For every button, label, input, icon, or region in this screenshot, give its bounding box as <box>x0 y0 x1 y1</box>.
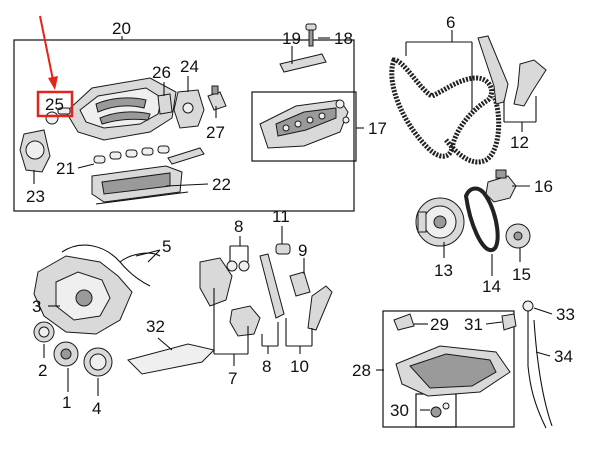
sensor-26-drawing <box>157 93 173 115</box>
pulley-4-drawing <box>83 347 113 377</box>
callout-7: 7 <box>228 369 237 388</box>
seal-2-drawing <box>33 321 55 343</box>
callout-10: 10 <box>290 357 309 376</box>
callout-19: 19 <box>282 29 301 48</box>
highlight-box-25 <box>36 90 74 118</box>
valve-cover-gasket-drawing <box>279 53 327 73</box>
part-31-drawing <box>501 313 517 331</box>
leader-lines <box>33 30 553 411</box>
callout-27: 27 <box>206 123 225 142</box>
timing-cover-drawing <box>33 255 133 335</box>
callout-29: 29 <box>430 315 449 334</box>
callout-31: 31 <box>464 315 483 334</box>
chain-guides-10-drawing <box>259 253 333 331</box>
callout-1: 1 <box>62 393 71 412</box>
bolt-18-drawing <box>305 23 317 47</box>
part-29-drawing <box>393 313 415 331</box>
part-9-drawing <box>289 271 311 297</box>
chain-guides-drawing <box>477 35 547 107</box>
callout-21: 21 <box>56 159 75 178</box>
valve-cover-group-frame <box>251 91 357 162</box>
callout-15: 15 <box>512 265 531 284</box>
callout-24: 24 <box>180 57 199 76</box>
timing-chain-drawing <box>389 57 502 165</box>
oil-pan-drawing <box>395 345 511 397</box>
dipstick-drawing <box>522 300 553 429</box>
fuel-rail-drawing <box>167 147 205 165</box>
callout-16: 16 <box>534 177 553 196</box>
highlight-arrow-head <box>48 76 58 90</box>
throttle-body-drawing <box>19 111 59 173</box>
callout-13: 13 <box>434 261 453 280</box>
callout-18: 18 <box>334 29 353 48</box>
highlight-arrow-line <box>39 15 54 81</box>
tensioner-assembly-drawing <box>199 257 261 337</box>
callout-25: 25 <box>45 95 64 114</box>
intake-manifold-group-frame <box>13 39 355 212</box>
part-11-drawing <box>275 243 291 255</box>
callout-33: 33 <box>556 305 575 324</box>
callout-26: 26 <box>152 63 171 82</box>
callout-14: 14 <box>482 277 501 296</box>
callout-9: 9 <box>298 241 307 260</box>
callout-5: 5 <box>162 237 171 256</box>
callout-28: 28 <box>352 361 371 380</box>
chain-14-drawing <box>463 186 500 252</box>
callout-8-top: 8 <box>234 217 243 236</box>
callout-23: 23 <box>26 187 45 206</box>
callout-20: 20 <box>112 19 131 38</box>
callout-12: 12 <box>510 133 529 152</box>
callout-17: 17 <box>368 119 387 138</box>
callout-8-bottom: 8 <box>262 357 271 376</box>
callout-30: 30 <box>390 401 409 420</box>
callout-11: 11 <box>272 207 290 226</box>
callout-32: 32 <box>146 317 165 336</box>
timing-cover-gasket-drawing <box>61 244 161 287</box>
callout-4: 4 <box>92 399 101 418</box>
callout-6: 6 <box>446 13 455 32</box>
intake-gaskets-drawing <box>93 145 170 164</box>
callout-22: 22 <box>212 175 231 194</box>
sensor-27-drawing <box>207 85 227 111</box>
lower-manifold-plate-drawing <box>91 165 189 205</box>
tensioner-16-drawing <box>485 169 517 203</box>
balancer-1-drawing <box>53 341 79 367</box>
valve-cover-drawing <box>259 99 350 149</box>
drain-plug-drawing <box>430 402 450 418</box>
callout-34: 34 <box>554 347 573 366</box>
gasket-32-drawing <box>127 343 215 375</box>
callout-2: 2 <box>38 361 47 380</box>
sprocket-13-drawing <box>415 197 465 247</box>
sprocket-15-drawing <box>505 223 531 249</box>
highlight-arrow <box>39 15 58 90</box>
intake-manifold-drawing <box>57 77 177 141</box>
callout-3: 3 <box>32 297 41 316</box>
callout-labels: 20 25 26 24 27 21 22 23 19 18 17 6 12 16… <box>26 13 575 420</box>
